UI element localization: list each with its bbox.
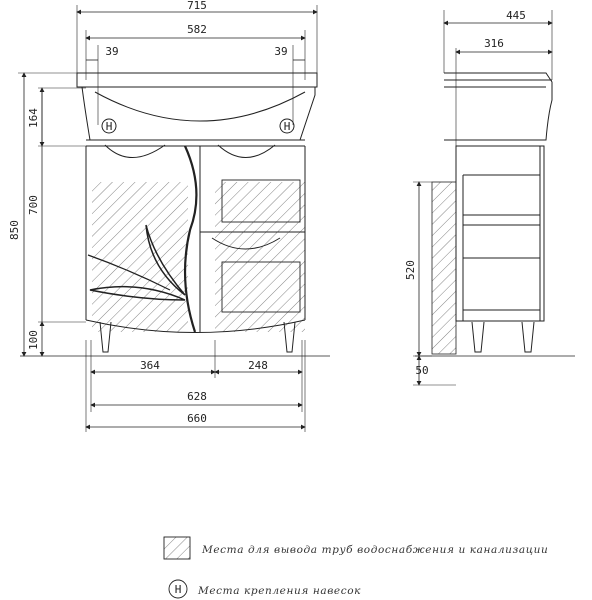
dim-overall-width: 715: [187, 0, 207, 12]
legend-hatch-swatch: [163, 536, 191, 560]
front-dimension-lines: [21, 9, 318, 430]
dim-pipe-zone-height: 520: [404, 260, 417, 280]
legend-mount-label: Места крепления навесок: [197, 585, 361, 597]
svg-text:H: H: [175, 583, 182, 596]
dim-body-depth: 316: [484, 37, 504, 50]
front-view: H H: [18, 5, 330, 432]
dim-overall-depth: 445: [506, 9, 526, 22]
cabinet-body: [85, 145, 306, 333]
dim-basin-inner-width: 582: [187, 23, 207, 36]
front-legs: [99, 321, 296, 353]
legend-mount-icon: H: [168, 579, 188, 599]
legend-pipe-zone-label: Места для вывода труб водоснабжения и ка…: [201, 544, 548, 556]
dim-right-door: 248: [248, 359, 268, 372]
side-view: [413, 10, 575, 386]
dim-body-height: 700: [27, 195, 40, 215]
dim-total-height: 850: [8, 220, 21, 240]
dim-left-offset: 39: [105, 45, 118, 58]
dim-body-width: 628: [187, 390, 207, 403]
dim-right-offset: 39: [274, 45, 287, 58]
side-pipe-zone: [431, 181, 457, 355]
dim-leg-height: 100: [27, 330, 40, 350]
front-dimension-labels: 715 582 39 39 850 164 700 100 364 248 62…: [8, 0, 288, 425]
svg-text:H: H: [106, 120, 113, 133]
legend: Места для вывода труб водоснабжения и ка…: [163, 536, 548, 599]
front-extension-lines: [18, 5, 318, 432]
dim-floor-clearance: 50: [415, 364, 428, 377]
svg-text:H: H: [284, 120, 291, 133]
mount-point-right: H: [279, 118, 295, 134]
mount-point-left: H: [101, 118, 117, 134]
basin: [76, 72, 318, 158]
dim-left-door: 364: [140, 359, 160, 372]
side-dimension-labels: 445 316 520 50: [404, 9, 526, 377]
dim-basin-height: 164: [27, 108, 40, 128]
dim-base-width: 660: [187, 412, 207, 425]
front-pipe-zone: [92, 182, 305, 332]
